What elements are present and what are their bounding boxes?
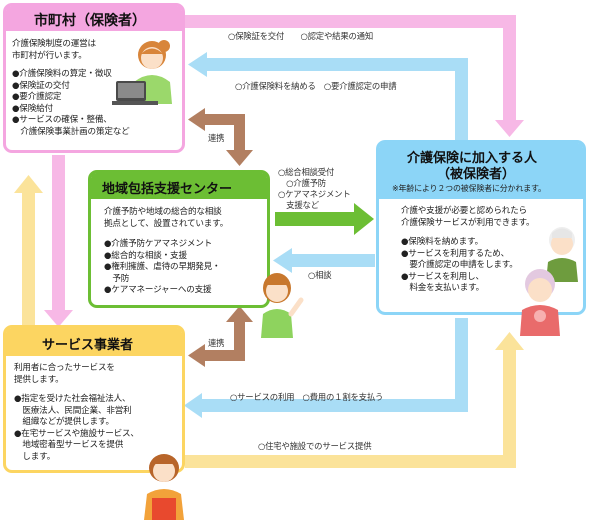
label-service-provide: ○住宅や施設でのサービス提供	[258, 441, 372, 451]
insured-header	[379, 143, 583, 199]
arrow-service-provide	[185, 332, 524, 468]
insured-note: ※年齢により２つの被保険者に分かれます。	[392, 184, 546, 193]
center-services: ●介護予防ケアマネジメント ●総合的な相談・支援 ●権利擁護、虐待の早期発見・ …	[104, 239, 221, 296]
center-intro: 介護予防や地域の総合的な相談 拠点として、設置されています。	[104, 207, 229, 229]
arrow-service-use	[184, 318, 468, 418]
municipality-intro: 介護保険制度の運営は 市町村が行います。	[12, 39, 96, 61]
arrow-center-to-insured	[275, 203, 374, 235]
center-title: 地域包括支援センター	[102, 182, 233, 197]
arrow-municipality-to-provider	[44, 155, 73, 327]
arrow-pay-premium	[188, 52, 468, 142]
label-service-use: ○サービスの利用 ○費用の１割を支払う	[230, 392, 384, 402]
label-renkei-bottom: 連携	[208, 338, 225, 348]
provider-title: サービス事業者	[42, 338, 134, 353]
municipality-title: 市町村（保険者）	[34, 13, 146, 29]
insured-title-line1: 介護保険に加入する人	[407, 151, 538, 166]
provider-header	[6, 328, 182, 356]
arrow-consult	[273, 248, 375, 273]
label-premium-application: ○介護保険料を納める ○要介護認定の申請	[235, 81, 397, 91]
insured-title-line2: （被保険者）	[437, 167, 516, 182]
insured-intro: 介護や支援が必要と認められたら 介護保険サービスが利用できます。	[401, 206, 535, 228]
elderly-couple-illustration	[520, 227, 578, 336]
arrow-renkei-bottom	[188, 306, 253, 367]
label-renkei-top: 連携	[208, 133, 225, 143]
municipality-box: 市町村（保険者） 介護保険制度の運営は 市町村が行います。 ●介護保険料の算定・…	[3, 3, 185, 153]
label-consult: ○相談	[308, 270, 332, 280]
provider-box: サービス事業者 利用者に合ったサービスを 提供します。 ●指定を受けた社会福祉法…	[3, 325, 185, 473]
provider-staff-illustration	[144, 454, 184, 520]
provider-details: ●指定を受けた社会福祉法人、 医療法人、民間企業、非営利 組織などが提供します。…	[14, 394, 139, 462]
insured-actions: ●保険料を納めます。 ●サービスを利用するため、 要介護認定の申請をします。 ●…	[401, 237, 518, 294]
center-staff-illustration	[261, 273, 304, 338]
provider-intro: 利用者に合ったサービスを 提供します。	[14, 363, 115, 385]
arrow-issue-insurance-card	[185, 15, 524, 137]
center-header	[91, 173, 267, 199]
arrow-renkei-top	[188, 108, 253, 166]
arrow-provider-to-municipality	[14, 175, 43, 325]
label-issue-card-notify: ○保険証を交付 ○認定や結果の通知	[228, 31, 374, 41]
label-center-services: ○総合相談受付 ○介護予防 ○ケアマネジメント 支援など	[278, 167, 351, 210]
municipality-header	[6, 6, 182, 31]
insured-box: 介護保険に加入する人 （被保険者） ※年齢により２つの被保険者に分かれます。 介…	[376, 140, 586, 315]
municipality-duties: ●介護保険料の算定・徴収 ●保険証の交付 ●要介護認定 ●保険給付 ●サービスの…	[12, 69, 130, 137]
center-box: 地域包括支援センター 介護予防や地域の総合的な相談 拠点として、設置されています…	[88, 170, 270, 308]
municipality-staff-illustration	[112, 40, 172, 105]
